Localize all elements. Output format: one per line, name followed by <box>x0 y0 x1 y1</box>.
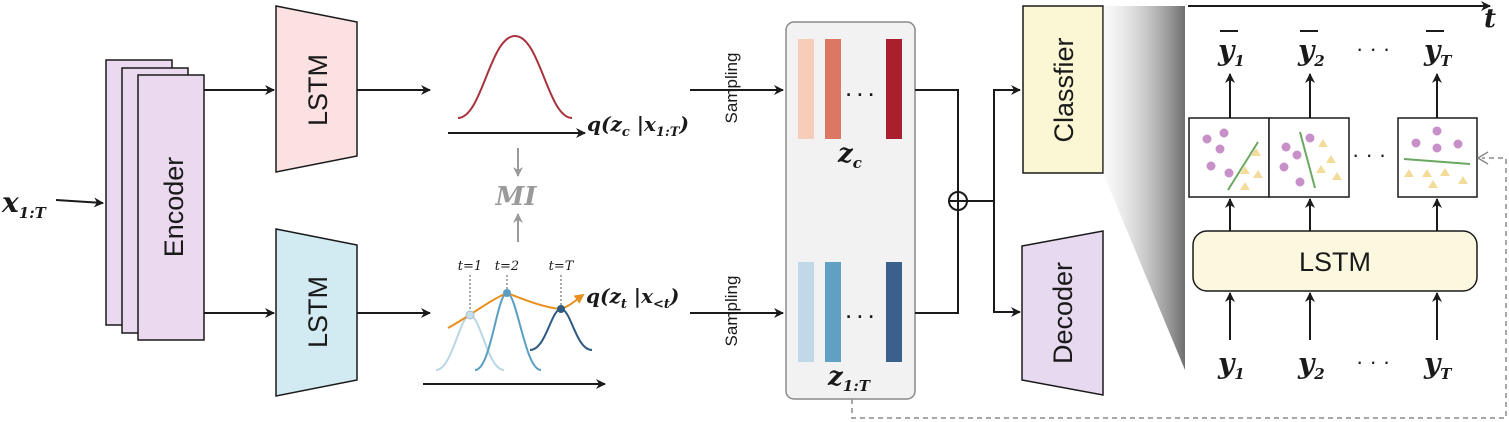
lstm-bottom-block: LSTM <box>275 228 358 397</box>
input-label: x1:T <box>1 186 48 222</box>
panel-ellipsis: · · · <box>1352 142 1386 167</box>
class-panel-1 <box>1188 117 1270 198</box>
classifier-block: Classfier <box>1022 5 1104 174</box>
lstm-top-block: LSTM <box>275 5 358 173</box>
decoder-label: Decoder <box>1048 262 1078 364</box>
zt-to-concat-line <box>915 210 959 314</box>
time-label-1: t=1 <box>458 259 482 274</box>
zc-to-concat-line <box>915 89 959 192</box>
encoder-stack: Encoder <box>105 59 205 341</box>
mutual-information: MI <box>495 148 538 242</box>
latent-zc-bar-3 <box>886 39 902 139</box>
time-axis-label: t <box>1484 4 1496 34</box>
latent-panel: ... zc ... z1:T <box>785 21 916 400</box>
detail-lstm-label: LSTM <box>1299 247 1371 277</box>
input-label-1: y1 <box>1217 347 1245 383</box>
mi-label: MI <box>495 182 538 212</box>
latent-zc-ellipsis: ... <box>845 72 879 102</box>
latent-zc-bar-1 <box>798 39 814 139</box>
dist-top: q(zc |x1:T) <box>448 34 689 140</box>
encoder-label: Encoder <box>159 157 189 258</box>
trend-point-T <box>557 305 565 313</box>
class-panel-2 <box>1268 117 1350 198</box>
input-arrow <box>55 197 104 208</box>
latent-zt-label: z1:T <box>827 362 872 395</box>
dist-bottom: t=1 t=2 t=T q(zt |x<t) <box>423 259 679 389</box>
lstm-bottom-label: LSTM <box>303 276 333 348</box>
output-ellipsis: · · · <box>1356 36 1390 61</box>
time-label-2: t=2 <box>495 259 519 274</box>
input-ellipsis: · · · <box>1356 349 1390 374</box>
concat-to-classifier-arrow <box>993 85 1021 201</box>
concat-to-decoder-arrow <box>993 201 1021 317</box>
feedback-arrowhead <box>1476 151 1489 165</box>
feedback-dashed-path <box>851 157 1507 419</box>
class-panel-T <box>1397 117 1478 198</box>
latent-zc-bar-2 <box>825 39 841 139</box>
lstm-top-label: LSTM <box>303 54 333 126</box>
sampling-label-bottom: Sampling <box>722 276 741 347</box>
trend-line <box>447 291 585 329</box>
zoom-shading <box>1103 6 1185 370</box>
input-label-2: y2 <box>1297 347 1325 383</box>
bell-curve-top <box>457 34 573 119</box>
detail-lstm-block <box>1192 230 1478 292</box>
classifier-detail-panel: t y1 y2 · · · yT · · · <box>1188 1 1496 383</box>
dist-top-label: q(zc |x1:T) <box>587 112 689 140</box>
time-label-T: t=T <box>549 259 575 274</box>
output-label-2: y2 <box>1297 34 1325 70</box>
input-label-T: yT <box>1423 347 1453 383</box>
latent-zt-bar-1 <box>798 262 814 362</box>
output-label-T: yT <box>1423 34 1453 70</box>
latent-zc-label: zc <box>837 139 862 172</box>
decoder-block: Decoder <box>1021 230 1104 396</box>
output-label-1: y1 <box>1217 34 1245 70</box>
latent-zt-bar-2 <box>825 262 841 362</box>
bell-curve-tT <box>529 307 593 351</box>
concat-operator <box>948 191 968 211</box>
latent-zt-bar-3 <box>886 262 902 362</box>
sampling-label-top: Sampling <box>722 53 741 124</box>
classifier-label: Classfier <box>1049 37 1079 142</box>
trend-point-2 <box>503 289 511 297</box>
latent-zt-ellipsis: ... <box>845 294 879 324</box>
trend-point-1 <box>465 310 475 320</box>
bell-curve-t1 <box>435 313 505 371</box>
dist-bottom-label: q(zt |x<t) <box>586 284 679 312</box>
